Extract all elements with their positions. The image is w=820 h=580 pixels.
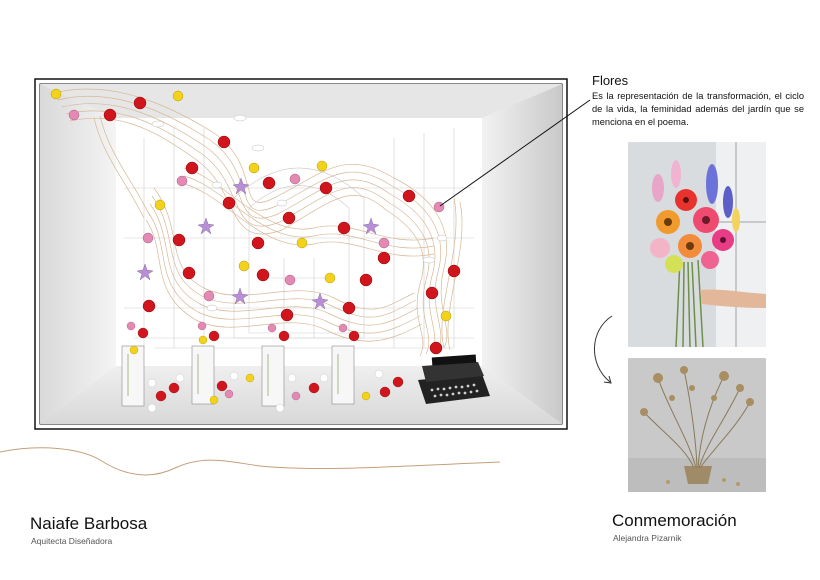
dried-bouquet-photo — [628, 358, 766, 492]
flower-cluster — [50, 88, 461, 355]
designer-role: Aquitecta Diseñadora — [31, 536, 113, 546]
fresh-bouquet-photo — [628, 142, 766, 347]
project-title: Conmemoración — [612, 511, 737, 530]
window-display-illustration — [34, 78, 568, 430]
project-subtitle: Alejandra Pizarnik — [613, 533, 682, 543]
curved-arrow-down-icon — [594, 315, 613, 384]
book-pedestals — [121, 321, 404, 413]
typewriter-icon — [418, 354, 490, 404]
annotation-text: Es la representación de la transformació… — [592, 91, 804, 128]
annotation-title: Flores — [592, 73, 629, 88]
decorative-wave-line — [0, 447, 501, 476]
designer-name: Naiafe Barbosa — [30, 514, 148, 533]
